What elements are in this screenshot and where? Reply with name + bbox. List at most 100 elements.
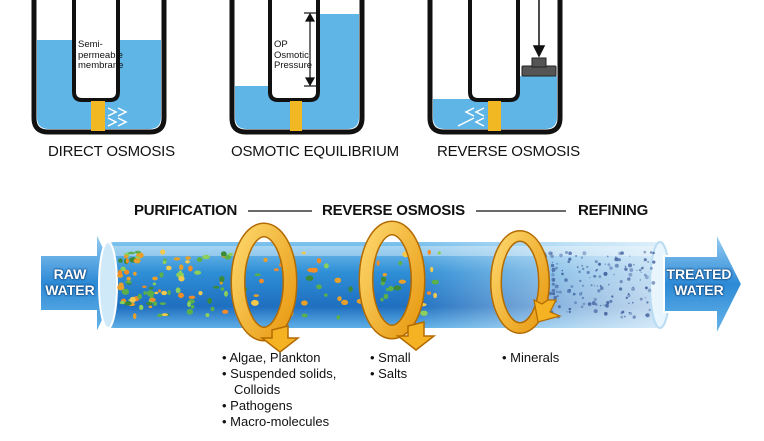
mineral-particle bbox=[553, 295, 557, 300]
mineral-particle bbox=[623, 315, 626, 318]
mineral-particle bbox=[550, 263, 555, 268]
mineral-particle bbox=[561, 269, 564, 272]
particle bbox=[259, 278, 264, 284]
mineral-particle bbox=[606, 255, 609, 258]
particle bbox=[137, 293, 142, 300]
mineral-particle bbox=[552, 292, 556, 296]
mineral-particle bbox=[558, 290, 562, 294]
inner-tube bbox=[268, 0, 320, 102]
mineral-particle bbox=[575, 255, 577, 257]
mineral-particle bbox=[552, 271, 554, 273]
mineral-particle bbox=[568, 310, 571, 314]
down-arrow-icon bbox=[532, 0, 546, 58]
particle bbox=[301, 251, 306, 255]
particle bbox=[316, 258, 322, 264]
particle bbox=[219, 276, 225, 283]
particle bbox=[166, 265, 172, 271]
removed-item: • Minerals bbox=[502, 350, 560, 365]
particle bbox=[210, 306, 215, 312]
particle bbox=[427, 249, 431, 255]
mineral-particle bbox=[640, 267, 644, 270]
particle bbox=[153, 301, 158, 306]
particle bbox=[158, 289, 162, 293]
particle bbox=[159, 302, 166, 305]
mineral-particle bbox=[649, 251, 653, 254]
mineral-particle bbox=[632, 286, 634, 289]
removed-item: • Pathogens bbox=[222, 398, 293, 413]
mineral-particle bbox=[568, 289, 571, 291]
mineral-particle bbox=[609, 266, 613, 270]
particle bbox=[254, 273, 261, 277]
particle bbox=[173, 257, 181, 261]
mineral-particle bbox=[652, 251, 655, 255]
mineral-particle bbox=[551, 273, 555, 277]
mineral-particle bbox=[551, 267, 556, 272]
mineral-particle bbox=[621, 310, 625, 314]
mineral-particle bbox=[559, 253, 563, 258]
particle bbox=[224, 254, 232, 260]
mineral-particle bbox=[619, 287, 623, 291]
particle bbox=[188, 295, 196, 299]
particle bbox=[190, 304, 195, 309]
inner-tube bbox=[468, 0, 520, 102]
direct-osmosis-diagram bbox=[31, 0, 167, 135]
mineral-particle bbox=[551, 277, 556, 282]
particle bbox=[433, 292, 437, 299]
particle bbox=[251, 299, 259, 306]
particle bbox=[437, 251, 441, 255]
particle bbox=[139, 304, 144, 310]
stage-reverse-osmosis: REVERSE OSMOSIS bbox=[322, 202, 465, 219]
mineral-particle bbox=[582, 302, 586, 306]
inner-tube bbox=[72, 0, 120, 102]
mineral-particle bbox=[555, 266, 558, 270]
mineral-particle bbox=[568, 257, 572, 261]
particle bbox=[124, 269, 130, 275]
particle bbox=[178, 275, 185, 282]
mineral-particle bbox=[620, 311, 623, 315]
mineral-particle bbox=[593, 285, 596, 287]
mineral-particle bbox=[609, 299, 613, 303]
particle bbox=[305, 275, 314, 281]
mineral-particle bbox=[614, 263, 619, 268]
mineral-particle bbox=[646, 301, 649, 304]
particle bbox=[220, 251, 227, 257]
direct-osmosis-caption: DIRECT OSMOSIS bbox=[48, 143, 175, 160]
particle bbox=[307, 267, 316, 273]
raw-water-line: WATER bbox=[45, 282, 95, 298]
mineral-particle bbox=[564, 278, 568, 282]
particle bbox=[380, 297, 384, 302]
removed-item: • Macro-molecules bbox=[222, 414, 330, 429]
pressure-label-line: Pressure bbox=[274, 60, 313, 71]
process-pipe bbox=[39, 230, 744, 337]
particle bbox=[324, 263, 329, 269]
particle bbox=[334, 277, 342, 283]
particle bbox=[185, 260, 190, 264]
membrane bbox=[91, 101, 105, 131]
particle bbox=[348, 286, 353, 292]
particle bbox=[222, 309, 229, 314]
mineral-particle bbox=[556, 295, 559, 298]
mineral-particle bbox=[568, 307, 572, 311]
particle bbox=[324, 293, 328, 297]
particle bbox=[134, 250, 141, 254]
particle bbox=[146, 301, 153, 306]
mineral-particle bbox=[591, 301, 596, 306]
mineral-particle bbox=[568, 251, 572, 256]
swirl-arrow-icon bbox=[230, 220, 562, 353]
membrane-label-line: membrane bbox=[78, 60, 124, 71]
particle bbox=[388, 285, 394, 292]
removed-item: • Suspended solids, bbox=[222, 366, 337, 381]
mineral-particle bbox=[639, 279, 641, 281]
particle bbox=[133, 313, 137, 320]
mineral-particle bbox=[592, 274, 596, 278]
particle bbox=[129, 296, 136, 303]
particle bbox=[126, 276, 131, 281]
mineral-particle bbox=[574, 301, 577, 305]
mineral-particle bbox=[581, 291, 583, 294]
mineral-particle bbox=[615, 256, 617, 258]
membrane bbox=[488, 101, 501, 131]
mineral-particle bbox=[582, 267, 585, 270]
mineral-particle bbox=[570, 285, 574, 288]
mineral-particle bbox=[625, 296, 628, 299]
mineral-particle bbox=[639, 269, 642, 272]
